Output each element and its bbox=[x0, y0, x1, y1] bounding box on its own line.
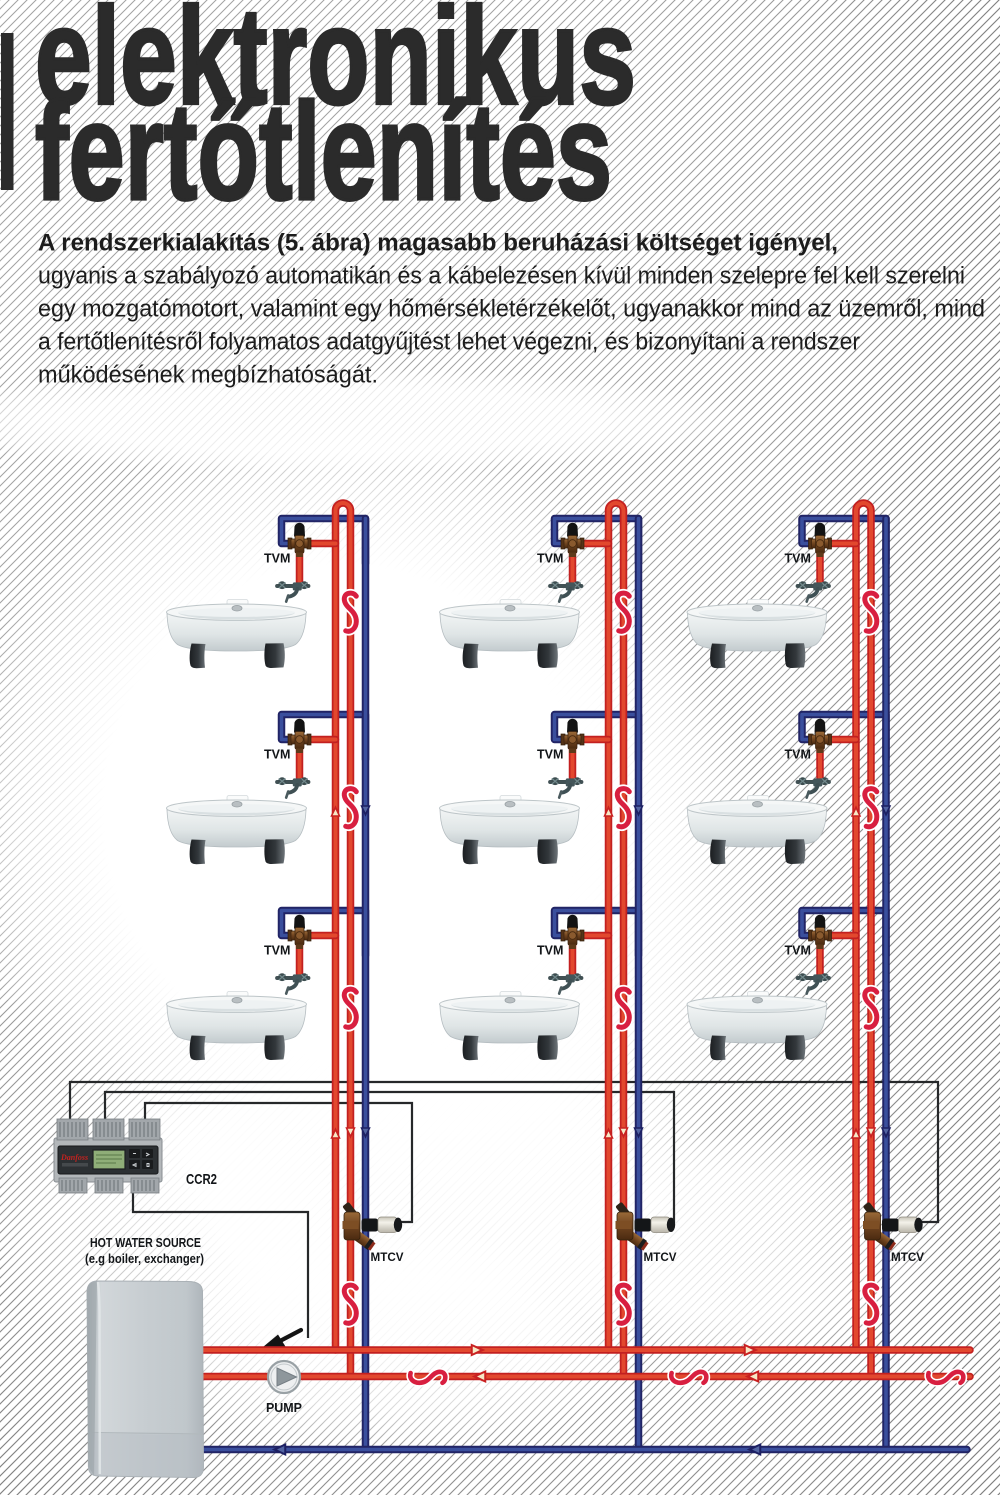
svg-text:A rendszerkialakítás (5. ábra): A rendszerkialakítás (5. ábra) magasabb … bbox=[38, 230, 838, 257]
svg-text:HOT WATER SOURCE: HOT WATER SOURCE bbox=[90, 1236, 201, 1250]
svg-text:(e.g boiler, exchanger): (e.g boiler, exchanger) bbox=[85, 1252, 204, 1266]
svg-text:a fertőtlenítésről folyamatos: a fertőtlenítésről folyamatos adatgyűjté… bbox=[38, 329, 860, 356]
svg-text:PUMP: PUMP bbox=[266, 1400, 302, 1415]
svg-text:Danfoss: Danfoss bbox=[60, 1153, 88, 1162]
svg-text:egy mozgatómotort, valamint eg: egy mozgatómotort, valamint egy hőmérsék… bbox=[38, 296, 985, 323]
svg-text:CCR2: CCR2 bbox=[186, 1171, 217, 1188]
svg-text:fertőtlenítés: fertőtlenítés bbox=[35, 75, 612, 229]
svg-text:ugyanis a szabályozó automatik: ugyanis a szabályozó automatikán és a ká… bbox=[38, 263, 965, 290]
svg-text:elektronikus: elektronikus bbox=[35, 0, 636, 134]
svg-text:működésének megbízhatóságát.: működésének megbízhatóságát. bbox=[38, 362, 378, 389]
